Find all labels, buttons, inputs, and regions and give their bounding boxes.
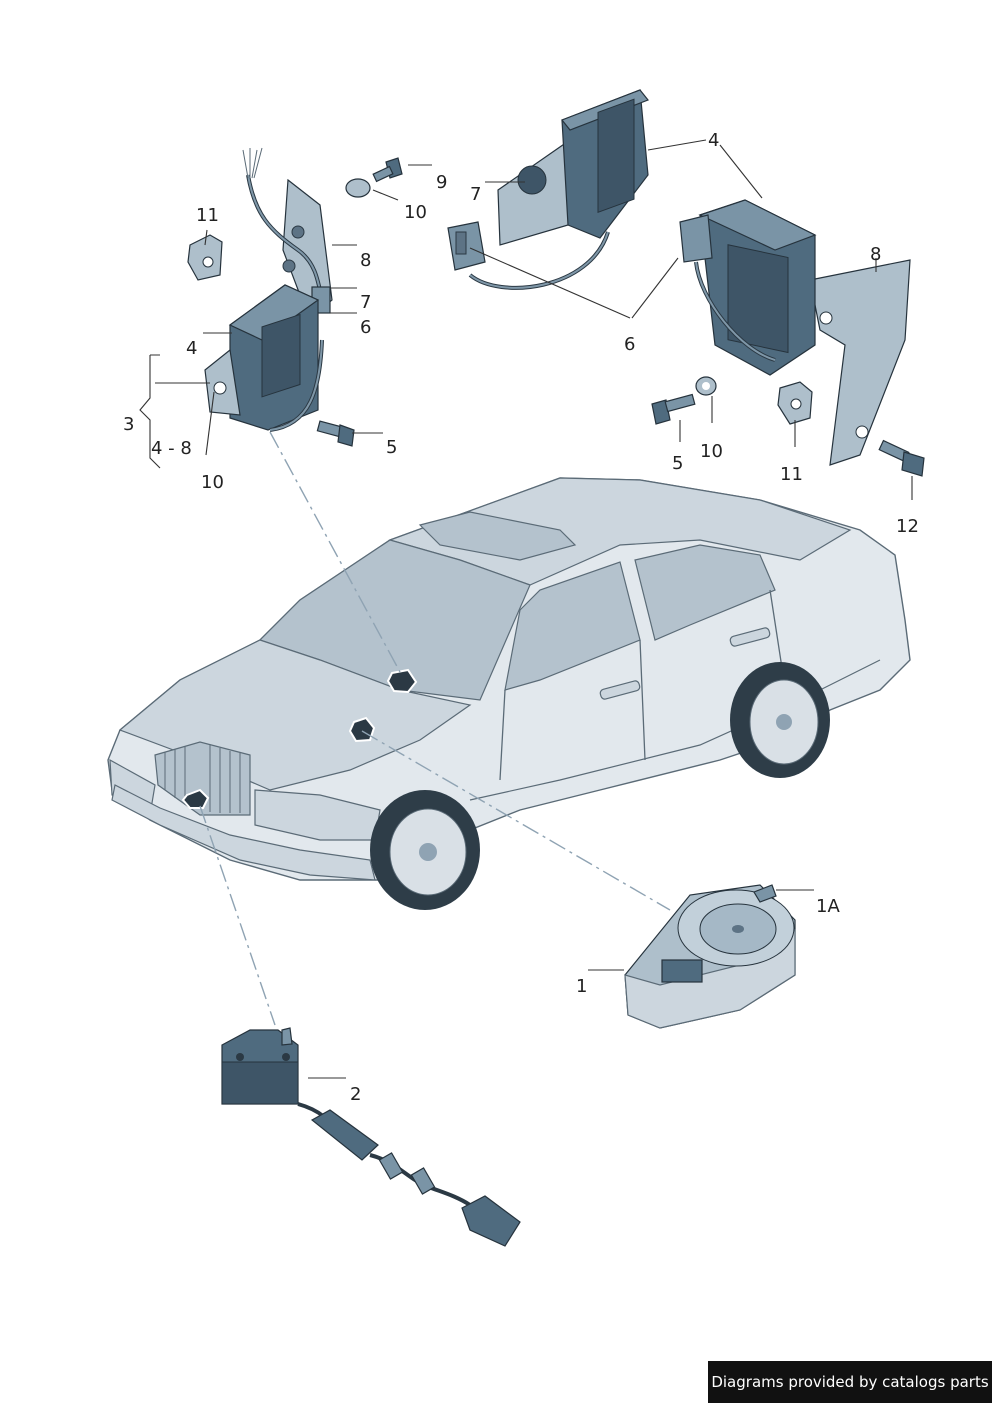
callout-10-top: 10	[404, 202, 427, 223]
callout-4-left: 4	[186, 338, 197, 359]
marker-alarm-unit	[386, 668, 418, 694]
callout-6-left: 6	[360, 317, 371, 338]
location-leaders	[199, 431, 671, 1026]
callout-4-right: 4	[708, 130, 719, 151]
left-control-unit-assembly	[187, 147, 403, 447]
callout-1A: 1A	[816, 896, 840, 917]
callout-labels: 9 10 8 7 6 11 4 3 4 - 8 10 5 7 4 6 8 5 1…	[123, 130, 919, 1105]
car-illustration	[107, 477, 911, 910]
sensor-2	[221, 1027, 521, 1247]
callout-2: 2	[350, 1084, 361, 1105]
callout-11-right: 11	[780, 464, 803, 485]
callout-5-left: 5	[386, 437, 397, 458]
washer-10-top	[345, 178, 371, 198]
right-control-unit-assembly	[651, 199, 925, 477]
callout-7-right: 7	[470, 184, 481, 205]
bolt-5-right	[651, 393, 696, 425]
callout-8-left: 8	[360, 250, 371, 271]
callout-9: 9	[436, 172, 447, 193]
marker-front-sensor	[181, 788, 210, 809]
bolt-9	[372, 157, 403, 183]
callout-10-right: 10	[700, 441, 723, 462]
callout-6-right: 6	[624, 334, 635, 355]
footer-credit: Diagrams provided by catalogs parts	[708, 1361, 992, 1403]
callout-12: 12	[896, 516, 919, 537]
callout-7-left: 7	[360, 292, 371, 313]
rear-wheel	[730, 662, 830, 778]
bolt-12	[878, 439, 925, 477]
callout-10-left: 10	[201, 472, 224, 493]
callout-leaders	[139, 139, 913, 1079]
horn-1	[624, 884, 796, 1029]
bolt-5-left	[316, 420, 355, 447]
front-wheel	[370, 790, 480, 910]
middle-control-unit-assembly	[447, 89, 649, 290]
callout-3: 3	[123, 414, 134, 435]
callout-4-8: 4 - 8	[151, 438, 192, 459]
callout-11-left: 11	[196, 205, 219, 226]
callout-1: 1	[576, 976, 587, 997]
callout-5-right: 5	[672, 453, 683, 474]
callout-8-right: 8	[870, 244, 881, 265]
